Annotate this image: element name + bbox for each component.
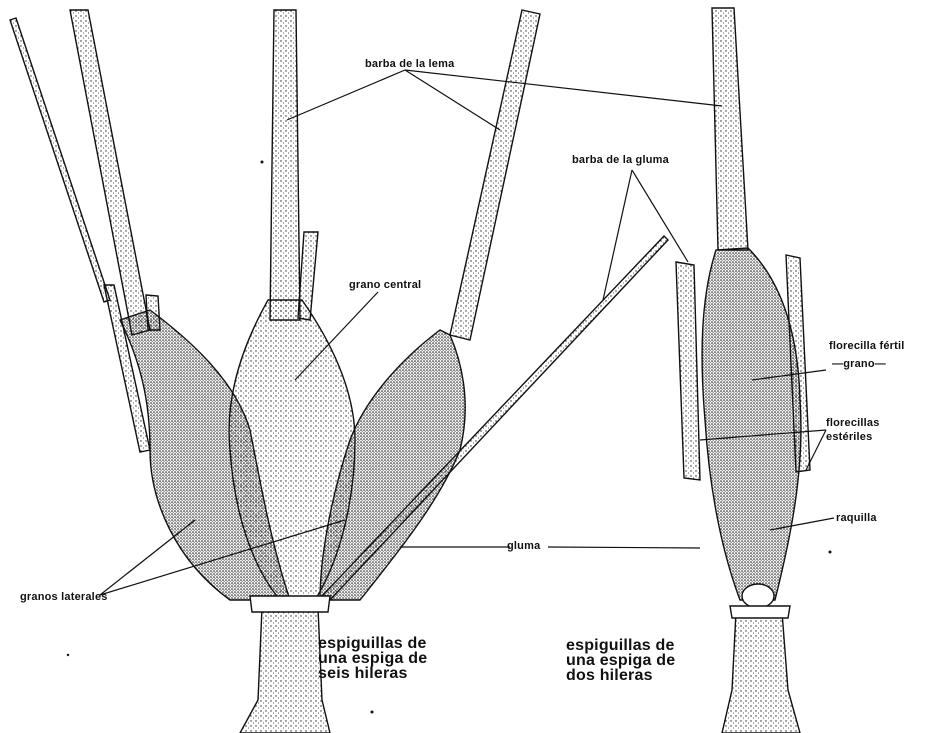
- two-row-rachis: [722, 612, 800, 733]
- six-row-spikelets: [10, 10, 668, 733]
- label-florecilla-fertil: florecilla fértil: [829, 341, 905, 352]
- leader-granos-1: [100, 520, 195, 595]
- caption-six-row-line-2: una espiga de: [318, 651, 427, 666]
- right-lateral-awn: [450, 10, 540, 340]
- leader-lema-1: [287, 70, 405, 120]
- stray-dot: [829, 551, 832, 554]
- caption-six-row-line-3: seis hileras: [318, 666, 427, 681]
- caption-two-row: espiguillas de una espiga de dos hileras: [566, 638, 675, 683]
- right-lateral-spikelet: [320, 330, 465, 600]
- two-row-spikelet-body: [702, 248, 801, 600]
- label-granos-laterales: granos laterales: [20, 592, 108, 603]
- label-barba-de-la-gluma: barba de la gluma: [572, 155, 669, 166]
- six-row-rachis: [240, 608, 330, 733]
- label-esteriles: estériles: [826, 432, 872, 443]
- caption-two-row-line-1: espiguillas de: [566, 638, 675, 653]
- stray-dot: [67, 654, 69, 656]
- left-side-glume: [146, 295, 160, 330]
- central-small-glume: [298, 232, 318, 320]
- two-row-awn: [712, 8, 748, 250]
- caption-six-row-line-1: espiguillas de: [318, 636, 427, 651]
- label-gluma: gluma: [507, 541, 540, 552]
- caption-six-row: espiguillas de una espiga de seis hilera…: [318, 636, 427, 681]
- leader-gluma-4: [548, 547, 700, 548]
- stray-dot: [261, 161, 264, 164]
- stray-dot: [371, 711, 374, 714]
- two-row-spikelets: [676, 8, 810, 733]
- two-row-node: [730, 606, 790, 618]
- label-grano: —grano—: [832, 359, 886, 370]
- label-grano-central: grano central: [349, 280, 421, 291]
- caption-two-row-line-2: una espiga de: [566, 653, 675, 668]
- caption-two-row-line-3: dos hileras: [566, 668, 675, 683]
- label-barba-de-la-lema: barba de la lema: [365, 59, 454, 70]
- two-row-left-glume: [676, 262, 700, 480]
- label-raquilla: raquilla: [836, 513, 877, 524]
- two-row-grain-base: [742, 584, 774, 608]
- central-awn: [270, 10, 300, 320]
- six-row-node: [250, 596, 330, 612]
- label-florecillas: florecillas: [826, 418, 880, 429]
